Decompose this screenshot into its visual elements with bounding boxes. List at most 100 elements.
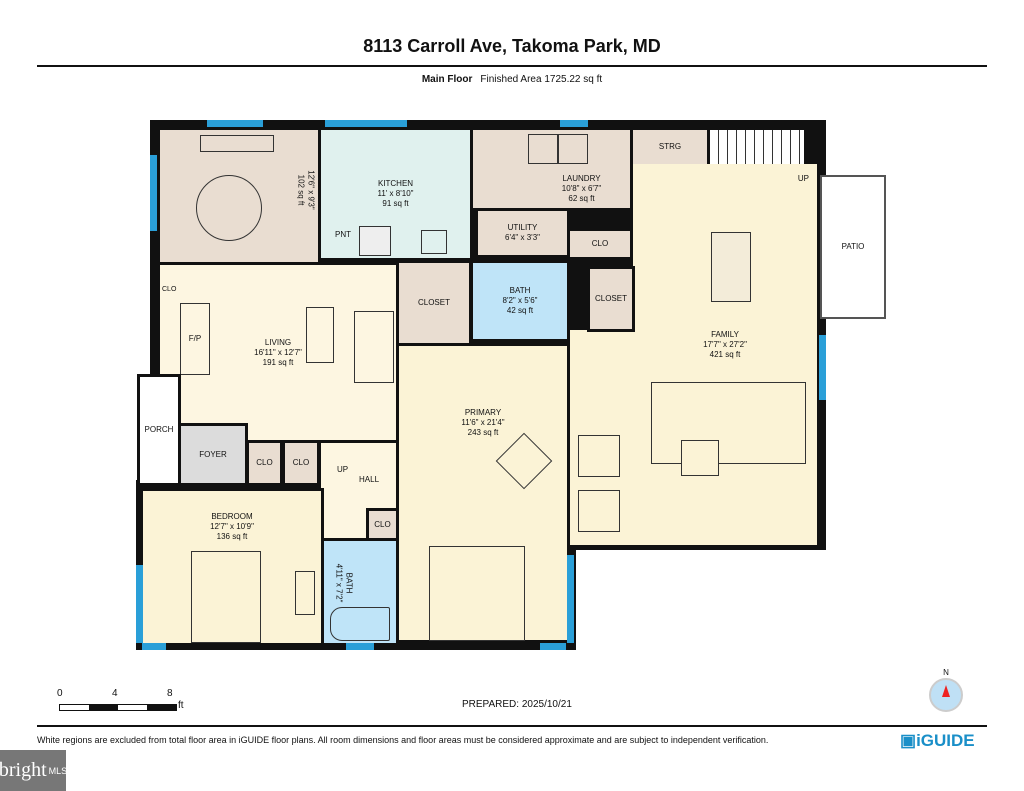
room-dims: 16'11" x 12'7" (254, 348, 302, 357)
sofa (354, 311, 394, 383)
room-porch: PORCH (137, 374, 181, 486)
header-divider (37, 65, 987, 67)
room-area: 102 sq ft (296, 174, 306, 206)
iguide-brand: iGUIDE (916, 731, 975, 750)
room-dims: 4'11" x 7'2" (334, 563, 344, 603)
compass-icon (929, 678, 963, 712)
armchair (495, 432, 553, 490)
window (150, 155, 157, 231)
room-dims: 11'6" x 21'4" (461, 418, 505, 427)
hall-stairs-up-label: UP (337, 465, 349, 474)
page-title: 8113 Carroll Ave, Takoma Park, MD (363, 36, 661, 56)
room-area: 62 sq ft (568, 194, 595, 203)
room-hall-closet: CLO (366, 508, 399, 542)
room-name: BEDROOM (211, 512, 253, 521)
stove (359, 226, 391, 256)
room-name: CLOSET (594, 294, 627, 303)
living-closet-label: CLO (162, 286, 177, 293)
room-area: 421 sq ft (709, 350, 741, 359)
room-area: 136 sq ft (216, 532, 248, 541)
window (540, 643, 566, 650)
prepared-date: PREPARED: 2025/10/21 (462, 699, 572, 710)
room-patio: PATIO (820, 175, 886, 319)
sectional-sofa (651, 382, 806, 464)
room-name: UTILITY (507, 223, 538, 232)
room-closet: CLO (246, 440, 283, 486)
bathtub (330, 607, 390, 641)
fireplace: F/P (180, 303, 210, 375)
room-dims: 8'2" x 5'6" (502, 296, 538, 305)
family-extension (567, 330, 637, 548)
room-name: CLO (292, 458, 310, 467)
room-dims: 11' x 8'10" (377, 189, 414, 198)
pool-table (711, 232, 751, 302)
washer (528, 134, 558, 164)
window (819, 335, 826, 400)
scale-bar: 0 4 8 ft (57, 688, 187, 716)
scale-label: 8 (167, 688, 173, 699)
dining-table (196, 175, 262, 241)
kitchen-sink (421, 230, 447, 254)
room-name: STRG (658, 142, 682, 151)
scale-unit: ft (178, 700, 184, 711)
stairs (707, 127, 807, 167)
room-name: CLO (256, 458, 273, 467)
dresser (295, 571, 315, 615)
finished-area: Finished Area 1725.22 sq ft (480, 74, 603, 85)
stairs-up-label: UP (797, 174, 809, 183)
room-name: PATIO (841, 242, 865, 251)
scale-bar-graphic (59, 704, 177, 711)
room-area: 191 sq ft (262, 358, 294, 367)
room-name: CLO (374, 520, 391, 529)
pantry-label: PNT (335, 230, 351, 239)
watermark-text: bright (0, 759, 47, 781)
armchair (578, 490, 620, 532)
iguide-icon: ▣ (900, 731, 917, 750)
room-name: PORCH (144, 425, 174, 434)
watermark-suffix: MLS (48, 765, 68, 776)
window (136, 565, 143, 643)
compass: N (929, 668, 963, 713)
room-name: FAMILY (711, 330, 739, 339)
window (567, 555, 574, 643)
room-dims: 10'8" x 6'7" (561, 184, 602, 193)
sideboard (200, 135, 274, 152)
armchair (578, 435, 620, 477)
floor-label: Main Floor (421, 74, 473, 85)
scale-label: 4 (112, 688, 118, 699)
window (207, 120, 263, 127)
bed (429, 546, 525, 641)
disclaimer: White regions are excluded from total fl… (37, 735, 769, 745)
room-name: BATH (344, 572, 354, 594)
room-foyer: FOYER (178, 423, 248, 486)
room-name: CLO (591, 239, 609, 248)
dryer (558, 134, 588, 164)
window (325, 120, 407, 127)
compass-north-label: N (943, 668, 949, 677)
room-dims: 6'4" x 3'3" (505, 233, 540, 242)
room-name: BATH (509, 286, 531, 295)
room-closet: CLO (282, 440, 320, 486)
coffee-table (306, 307, 334, 363)
room-closet-center: CLOSET (396, 260, 472, 346)
room-name: LIVING (264, 338, 292, 347)
scale-label: 0 (57, 688, 63, 699)
room-area: 243 sq ft (467, 428, 499, 437)
room-dims: 12'6" x 9'3" (306, 170, 316, 210)
bed (191, 551, 261, 643)
window (346, 643, 374, 650)
room-area: 91 sq ft (382, 199, 409, 208)
room-dining: DINING12'6" x 9'3"102 sq ft (157, 127, 325, 265)
iguide-logo: ▣iGUIDE (900, 731, 975, 751)
room-closet-right: CLOSET (587, 266, 635, 332)
footer-divider (37, 725, 987, 727)
